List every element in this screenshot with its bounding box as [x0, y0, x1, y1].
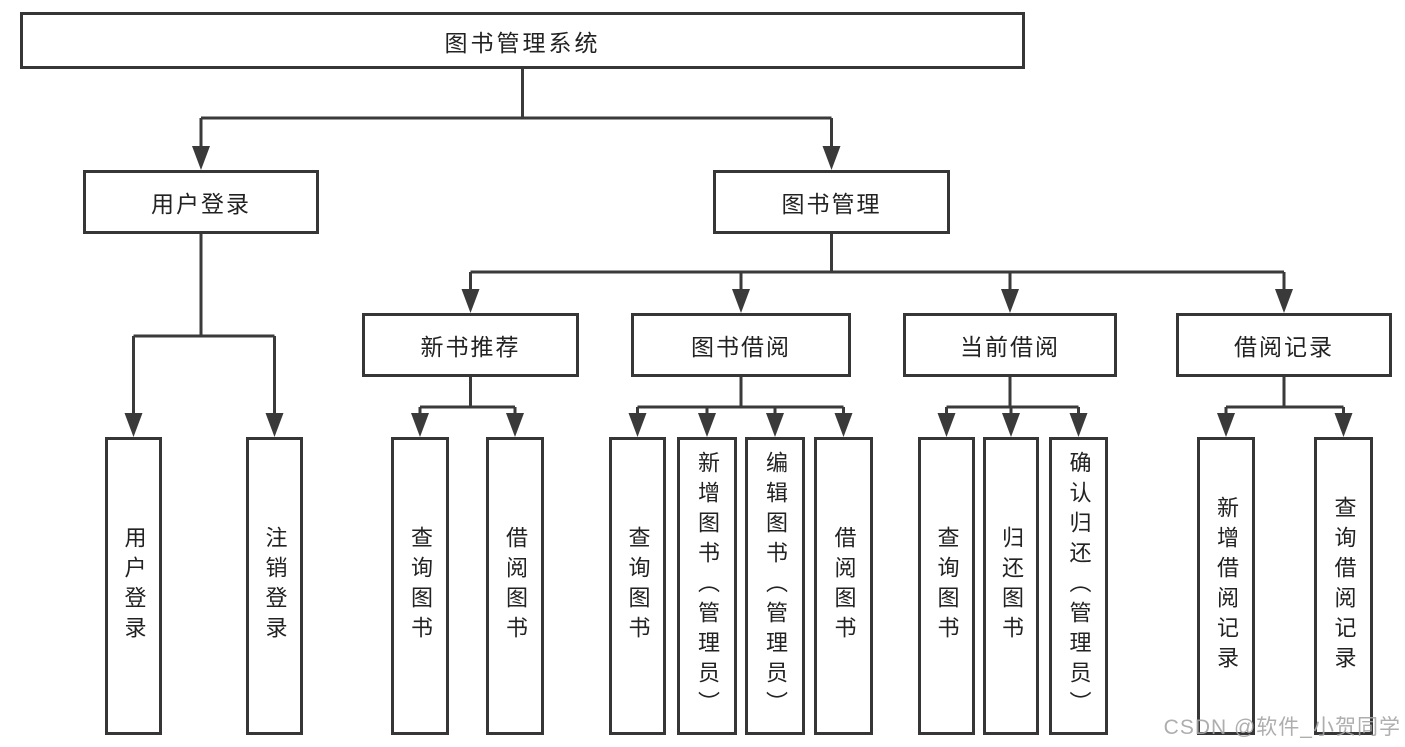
- leaf-label: 确认归还（管理员）: [1066, 451, 1092, 721]
- node-book-borrowing: 图书借阅: [631, 313, 851, 377]
- leaf-user-login: 用户登录: [105, 437, 162, 735]
- leaf-add-borrow-record: 新增借阅记录: [1197, 437, 1255, 735]
- node-new-book-recommendation: 新书推荐: [362, 313, 579, 377]
- leaf-label: 注销登录: [262, 526, 288, 646]
- leaf-confirm-return-admin: 确认归还（管理员）: [1049, 437, 1108, 735]
- csdn-watermark: CSDN @软件_小贺同学: [1163, 716, 1401, 739]
- leaf-edit-book-admin: 编辑图书（管理员）: [745, 437, 805, 735]
- leaf-label: 编辑图书（管理员）: [763, 451, 788, 721]
- leaf-label: 用户登录: [121, 526, 147, 646]
- leaf-query-books-borrowing: 查询图书: [609, 437, 666, 735]
- leaf-label: 借阅图书: [831, 526, 857, 646]
- leaf-label: 查询图书: [625, 526, 651, 646]
- leaf-label: 新增图书（管理员）: [695, 451, 720, 721]
- leaf-borrow-books-recommend: 借阅图书: [486, 437, 544, 735]
- leaf-query-borrow-record: 查询借阅记录: [1314, 437, 1373, 735]
- leaf-label: 查询图书: [934, 526, 960, 646]
- leaf-label: 查询图书: [408, 526, 433, 646]
- leaf-return-book: 归还图书: [983, 437, 1039, 735]
- leaf-label: 借阅图书: [503, 526, 528, 646]
- leaf-logout: 注销登录: [246, 437, 303, 735]
- leaf-label: 新增借阅记录: [1214, 496, 1239, 676]
- node-book-management: 图书管理: [713, 170, 950, 234]
- leaf-query-books-current: 查询图书: [918, 437, 975, 735]
- leaf-borrow-books-borrowing: 借阅图书: [814, 437, 873, 735]
- leaf-add-book-admin: 新增图书（管理员）: [677, 437, 737, 735]
- node-current-borrowing: 当前借阅: [903, 313, 1117, 377]
- leaf-label: 查询借阅记录: [1331, 496, 1357, 676]
- leaf-label: 归还图书: [999, 526, 1024, 646]
- node-library-management-system: 图书管理系统: [20, 12, 1025, 69]
- leaf-query-books-recommend: 查询图书: [391, 437, 449, 735]
- node-borrowing-records: 借阅记录: [1176, 313, 1392, 377]
- node-user-login: 用户登录: [83, 170, 319, 234]
